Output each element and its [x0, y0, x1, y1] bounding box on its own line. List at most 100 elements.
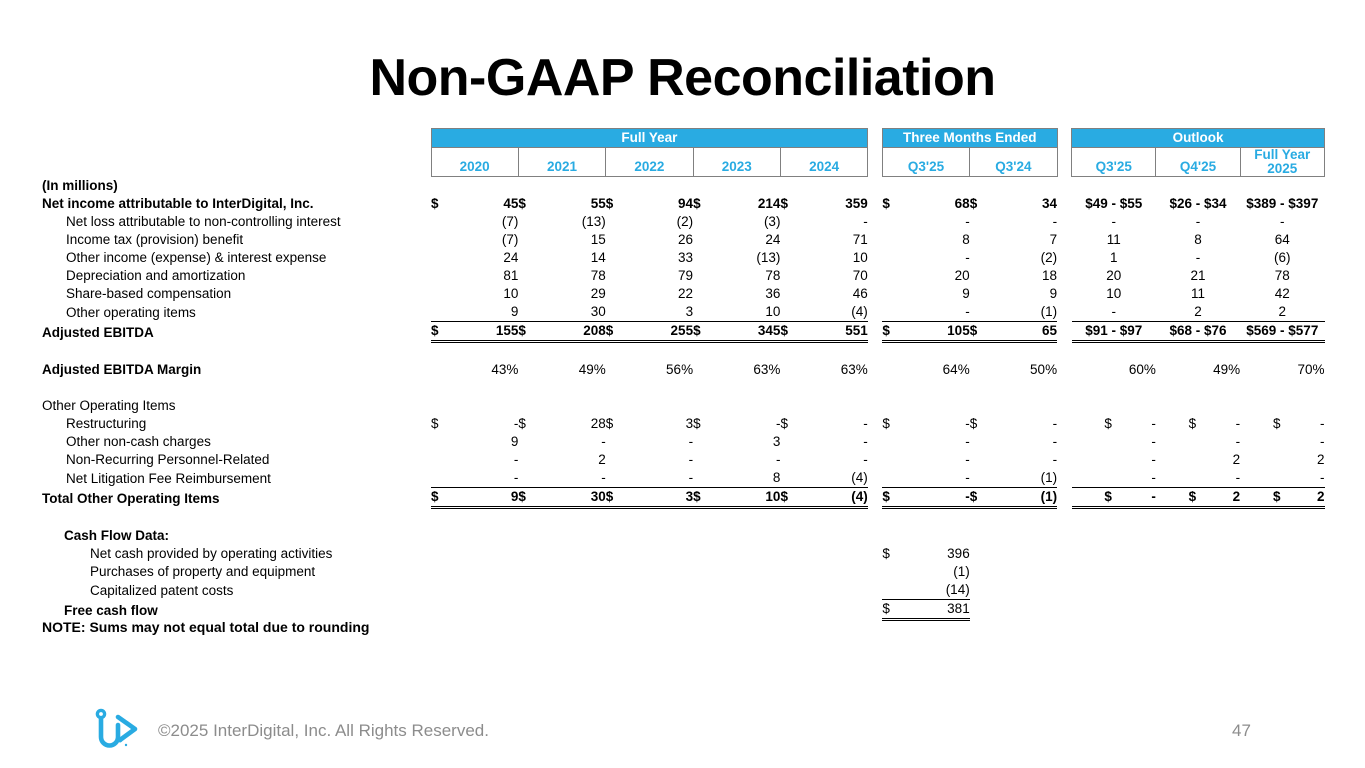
table-row-cash-flow-header: Cash Flow Data:: [42, 527, 1325, 545]
net-loss-nci-2021: (13): [581, 214, 606, 229]
blank: [780, 303, 803, 322]
blank: [970, 231, 993, 249]
blank: [693, 213, 716, 231]
net-income-sym-q325: $: [882, 196, 890, 211]
share-based-outlook-q425: 11: [1190, 286, 1205, 301]
restructuring-outlook-q425: $-: [1156, 415, 1241, 433]
other-operating-2020: 9: [510, 304, 519, 319]
total-other-sym-q325: $: [882, 487, 906, 509]
gap-cell: [868, 322, 883, 342]
table-row-share-based-compensation: Share-based compensation 10 29 22 36 46 …: [42, 285, 1325, 303]
table-row-net-income: Net income attributable to InterDigital,…: [42, 195, 1325, 213]
net-cash-ops-value: 396: [947, 546, 970, 561]
gap-cell: [868, 451, 883, 469]
cash-flow-left-filler: [431, 581, 882, 600]
non-cash-q324: -: [1052, 434, 1058, 449]
restructuring-sym-2020: $: [431, 416, 439, 431]
income-tax-2021: 15: [590, 232, 606, 247]
capitalized-patent-value: (14): [905, 581, 970, 600]
net-income-sym-2020: $: [431, 196, 439, 211]
other-income-outlook-q425: -: [1195, 250, 1201, 265]
free-cash-flow-sym: $: [882, 599, 906, 621]
row-label-purchases-ppe: Purchases of property and equipment: [90, 564, 316, 579]
non-cash-q325: -: [965, 434, 970, 449]
gap-cell: [1057, 361, 1072, 379]
blank: [693, 285, 716, 303]
blank: [882, 451, 905, 469]
total-other-outlook-q325-val: -: [1151, 489, 1156, 504]
net-litigation-2023: 8: [715, 469, 781, 488]
net-income-2021: 55: [590, 196, 606, 211]
blank: [431, 361, 454, 379]
other-income-2022: 33: [678, 250, 694, 265]
blank: [693, 231, 716, 249]
other-operating-2024: (4): [851, 304, 868, 319]
adjusted-ebitda-sym-q324: $: [969, 321, 993, 343]
restructuring-outlook-q425-val: -: [1235, 416, 1241, 431]
blank: [518, 303, 541, 322]
blank: [780, 231, 803, 249]
total-other-outlook-fy2025-sym: $: [1272, 489, 1281, 504]
ebitda-margin-2020: 43%: [491, 362, 519, 377]
non-recurring-2022: -: [688, 452, 694, 467]
row-label-non-recurring: Non-Recurring Personnel-Related: [66, 452, 270, 467]
other-income-outlook-fy2025: (6): [1274, 250, 1291, 265]
blank: [431, 285, 454, 303]
share-based-outlook-q325: 10: [1106, 286, 1122, 301]
header-gap-1: [868, 129, 883, 148]
net-loss-nci-outlook-q325: -: [1111, 214, 1116, 229]
total-other-2023: 10: [715, 487, 781, 509]
units-label: (In millions): [42, 178, 118, 193]
cash-flow-right-filler: [970, 581, 1325, 600]
net-income-sym-2021: $: [518, 196, 526, 211]
net-litigation-outlook-q425: -: [1155, 469, 1241, 488]
col-header-2024: 2024: [779, 147, 869, 177]
blank: [431, 213, 454, 231]
purchases-ppe-value: (1): [953, 564, 970, 579]
total-other-2022: 3: [628, 487, 694, 509]
blank: [780, 213, 803, 231]
other-income-q325: -: [965, 250, 970, 265]
non-recurring-outlook-q325: -: [1151, 452, 1156, 467]
income-tax-2020: (7): [501, 232, 519, 247]
header-gap-4: [1057, 148, 1072, 177]
net-cash-ops-sym: $: [882, 546, 890, 561]
non-recurring-2020: -: [513, 452, 519, 467]
row-label-income-tax: Income tax (provision) benefit: [66, 232, 244, 247]
group-header-outlook: Outlook: [1071, 128, 1325, 148]
net-litigation-2021: -: [541, 469, 606, 488]
restructuring-outlook-fy2025-sym: $: [1272, 416, 1281, 431]
cash-flow-left-filler: [431, 563, 882, 581]
header-gap-3: [868, 148, 883, 177]
blank: [882, 303, 905, 322]
net-loss-nci-outlook-fy2025: -: [1280, 214, 1285, 229]
share-based-2020: 10: [503, 286, 519, 301]
gap-cell: [868, 488, 883, 508]
blank: [518, 249, 541, 267]
non-cash-2024: -: [863, 434, 868, 449]
blank: [606, 285, 629, 303]
blank: [970, 285, 993, 303]
adjusted-ebitda-outlook-fy2025: $569 - $577: [1240, 321, 1325, 343]
restructuring-sym-2022: $: [605, 416, 614, 431]
restructuring-2023: -: [775, 416, 781, 431]
blank: [693, 249, 716, 267]
row-label-net-cash-ops: Net cash provided by operating activitie…: [90, 546, 333, 561]
net-income-sym-2022: $: [605, 196, 614, 211]
income-tax-q325: 8: [962, 232, 970, 247]
adjusted-ebitda-2022: 255: [628, 321, 694, 343]
net-loss-nci-outlook-q425: -: [1195, 214, 1201, 229]
row-label-net-income: Net income attributable to InterDigital,…: [42, 196, 314, 211]
row-label-ebitda-margin: Adjusted EBITDA Margin: [42, 362, 202, 377]
table-row-free-cash-flow: Free cash flow $ 381: [42, 599, 1325, 621]
adjusted-ebitda-q325: 105: [905, 321, 970, 343]
blank: [606, 267, 629, 285]
non-gaap-reconciliation-table: Full Year Three Months Ended Outlook 202…: [42, 128, 1326, 621]
ebitda-margin-2022: 56%: [666, 362, 694, 377]
cash-flow-right-filler: [970, 563, 1325, 581]
page-number: 47: [1232, 721, 1251, 740]
restructuring-sym-2023: $: [693, 416, 701, 431]
income-tax-q324: 7: [1049, 232, 1058, 247]
net-litigation-q324: (1): [992, 469, 1058, 488]
non-recurring-2024: -: [863, 452, 868, 467]
